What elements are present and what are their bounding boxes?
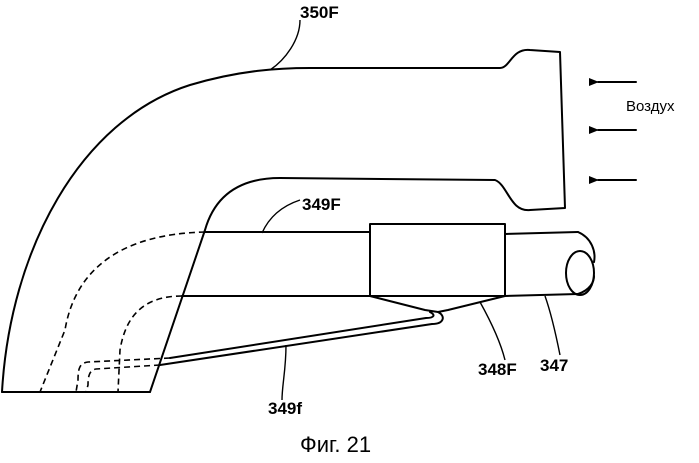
air-arrows [598,82,636,180]
label-350f: 350F [300,3,339,22]
label-349f-upper: 349F [302,195,341,214]
main-pipe [505,232,594,296]
lower-pipe [76,312,443,392]
label-347: 347 [540,356,568,375]
coupling [370,224,505,296]
label-348f: 348F [478,360,517,379]
label-air: Воздух [626,98,675,115]
upper-pipe [40,232,370,392]
label-349f-lower: 349f [268,399,302,418]
figure-caption: Фиг. 21 [300,432,371,457]
